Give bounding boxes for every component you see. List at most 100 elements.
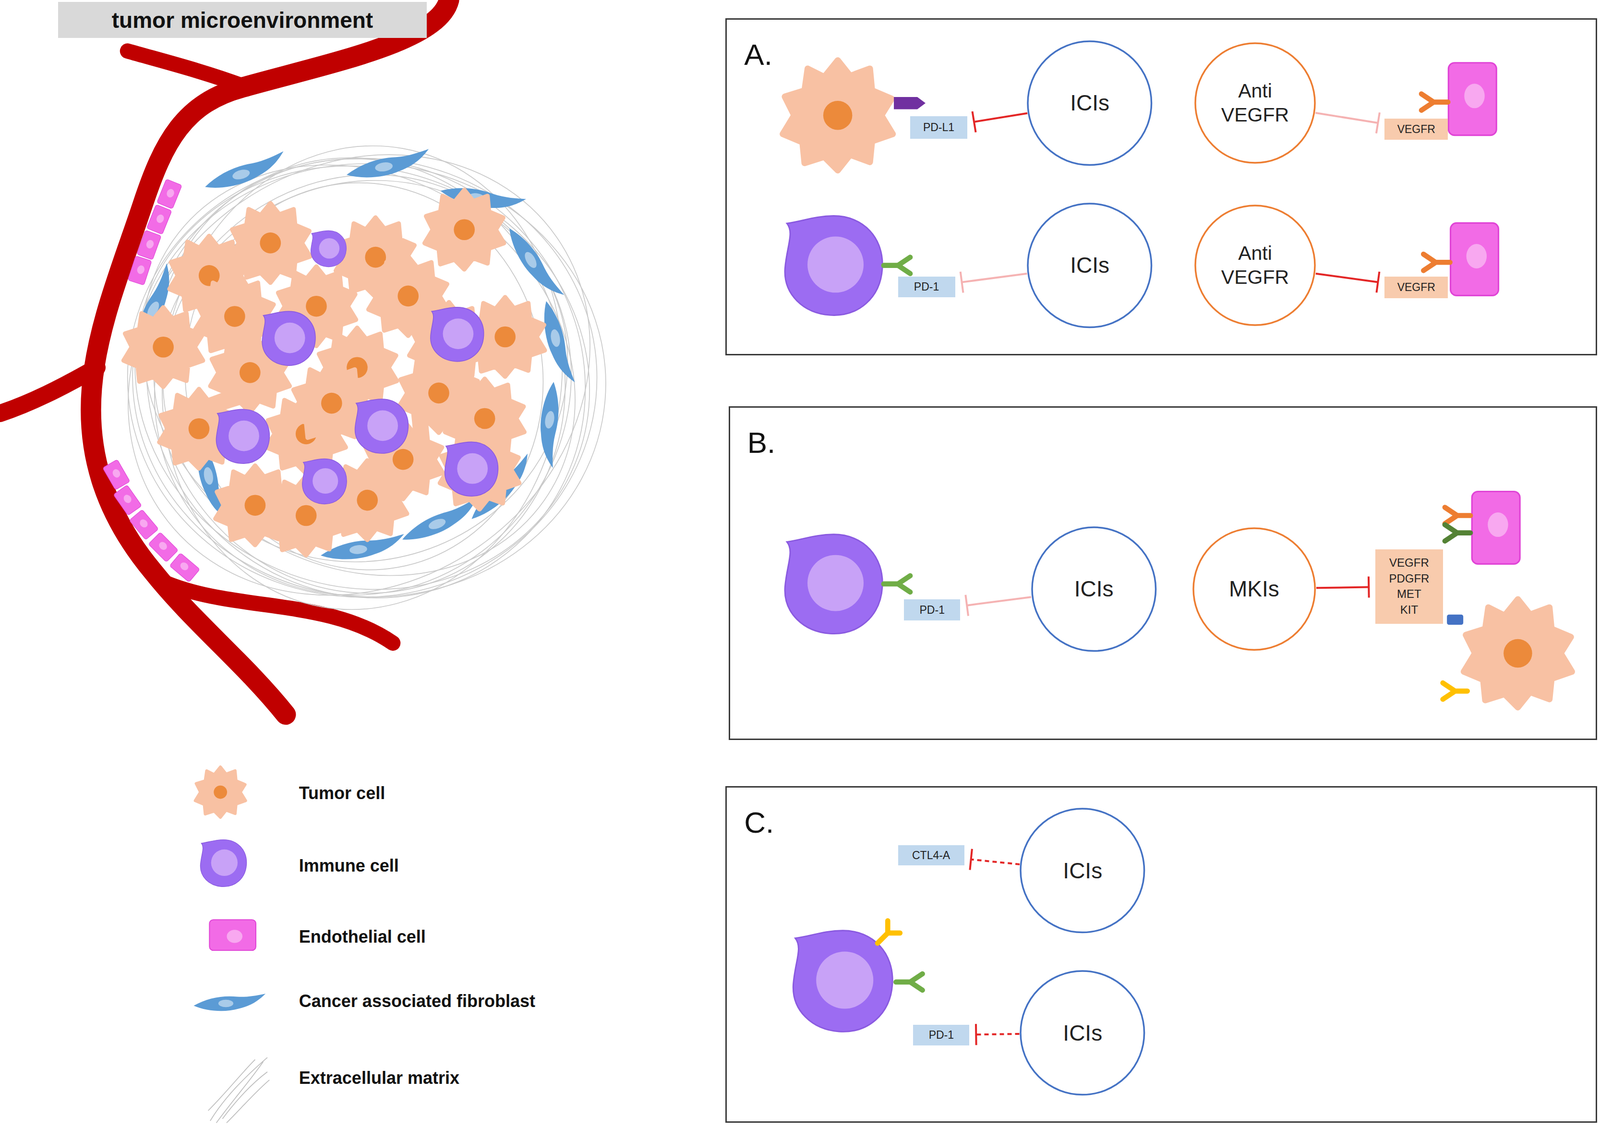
immune-cell: [302, 458, 347, 504]
drug-circle: Anti VEGFR: [1193, 41, 1317, 165]
immune-cell: [355, 398, 409, 454]
node-text-group: PD-1: [928, 1028, 954, 1041]
node-text: MKIs: [1228, 576, 1280, 602]
endothelial-cell: [209, 919, 256, 951]
inhibition-bar: [1367, 576, 1371, 598]
endothelial-cell: [1471, 491, 1520, 565]
node-text: ICIs: [1070, 252, 1110, 278]
circle-shape: [1020, 970, 1145, 1095]
inhibition-bar: [972, 111, 976, 133]
blood-vessel: [0, 0, 449, 715]
panel-box: C.CTL4-AICIsPD-1ICIs: [725, 785, 1597, 1123]
panel-box: B. PD-1 ICIs MKIs VEGFR PDGFR MET KIT: [728, 406, 1598, 740]
endothelial-cell: [1450, 222, 1499, 296]
label-box: PD-1: [898, 276, 956, 298]
title-box: tumor microenvironment: [58, 1, 427, 38]
endothelial-cell: [136, 229, 162, 260]
legend-tumor-icon: [195, 766, 246, 818]
legend-text: Tumor cell: [299, 781, 385, 805]
inhibition-connector: [1316, 576, 1370, 598]
endothelial-cell: [129, 509, 159, 540]
endothelial-cell: [102, 459, 131, 490]
node-text: VEGFR: [1397, 122, 1436, 136]
inhibition-connector: [965, 594, 1032, 616]
circle-shape: [1020, 808, 1145, 933]
node-text-group: VEGFR: [1397, 280, 1436, 294]
vegfr-receptor: [1421, 94, 1448, 111]
vessel-branch: [127, 50, 245, 87]
legend-fibroblast-icon: [193, 993, 266, 1011]
circle-outline: [1193, 204, 1317, 327]
matrix-fiber: [41, 65, 677, 685]
tumor-cell: [439, 429, 519, 509]
label-box: PD-1: [913, 1024, 970, 1046]
kit-receptor: [1443, 682, 1468, 699]
endothelial-cell: [169, 552, 200, 582]
legend-item: Immune cell: [299, 854, 399, 878]
tumor-cell: [409, 301, 489, 382]
matrix-fiber: [55, 68, 677, 689]
legend-immune-icon: [200, 839, 247, 887]
panel-letter: B.: [747, 427, 776, 458]
node-text-group: PD-1: [914, 280, 939, 293]
node-text: CTL4-A: [912, 848, 951, 862]
immune-cell: [784, 534, 883, 634]
inhibition-bar: [1376, 271, 1380, 293]
title-text: tumor microenvironment: [111, 7, 373, 34]
endothelial-cell: [148, 531, 179, 562]
fibroblast: [540, 298, 576, 386]
matrix-fiber: [108, 123, 622, 619]
panel-heading: C.: [744, 807, 774, 838]
matrix-fiber: [226, 1079, 270, 1123]
node-text: VEGFR PDGFR MET KIT: [1388, 554, 1430, 618]
endothelial-cell: [1448, 62, 1497, 136]
connector-line: [1315, 273, 1379, 283]
circle-outline: [1193, 41, 1317, 165]
inhibition-connector: [1315, 112, 1380, 133]
legend-item: Endothelial cell: [299, 925, 426, 949]
inhibition-connector: [975, 1023, 1020, 1045]
label-box: PD-1: [903, 599, 961, 621]
legend-item: Extracellular matrix: [299, 1066, 460, 1090]
inhibition-connector: [960, 271, 1028, 293]
label-box: VEGFR: [1384, 276, 1448, 299]
endothelial-cell: [113, 484, 142, 516]
panel-heading: B.: [747, 427, 776, 458]
node-text: PD-1: [919, 603, 945, 616]
circle-shape: [1195, 205, 1315, 325]
inhibition-connector: [1315, 271, 1380, 293]
node-text: PD-1: [914, 280, 939, 293]
node-text-group: ICIs: [1074, 576, 1114, 602]
legend-text: Endothelial cell: [299, 925, 426, 949]
matrix-fiber: [222, 1071, 268, 1119]
tumor-cells: [123, 190, 545, 555]
pdgfr-receptor: [1444, 524, 1471, 542]
matrix-fiber: [154, 154, 574, 599]
label-box: CTL4-A: [898, 844, 965, 866]
node-text-group: PD-L1: [923, 120, 955, 134]
matrix-fiber: [74, 102, 650, 653]
legend-text: Extracellular matrix: [299, 1066, 460, 1090]
circle-shape: [1032, 527, 1156, 651]
fibroblast: [397, 496, 485, 545]
matrix-fiber: [208, 1058, 256, 1110]
pd-l1-receptor: [893, 96, 926, 110]
panel-heading: A.: [744, 39, 773, 70]
legend-item: Cancer associated fibroblast: [299, 989, 536, 1013]
ctla-4-receptor: [877, 920, 901, 943]
immune-cell: [445, 441, 499, 496]
drug-circle: ICIs: [1026, 202, 1154, 329]
connector-line: [1316, 587, 1369, 589]
immune-cells: [216, 230, 499, 504]
connector-line: [974, 113, 1028, 122]
pd-1-receptor: [883, 257, 911, 274]
legend-text: Immune cell: [299, 854, 399, 878]
vessel-endothelium: [102, 179, 200, 583]
panel-letter: C.: [744, 807, 774, 838]
panel-letter: A.: [744, 39, 773, 70]
endothelial-cell: [146, 204, 172, 235]
node-text-group: VEGFR: [1397, 122, 1436, 136]
fibroblast: [201, 151, 289, 193]
panel-box: A.PD-L1ICIsAnti VEGFRVEGFRPD-1ICIsAnti V…: [725, 18, 1597, 355]
